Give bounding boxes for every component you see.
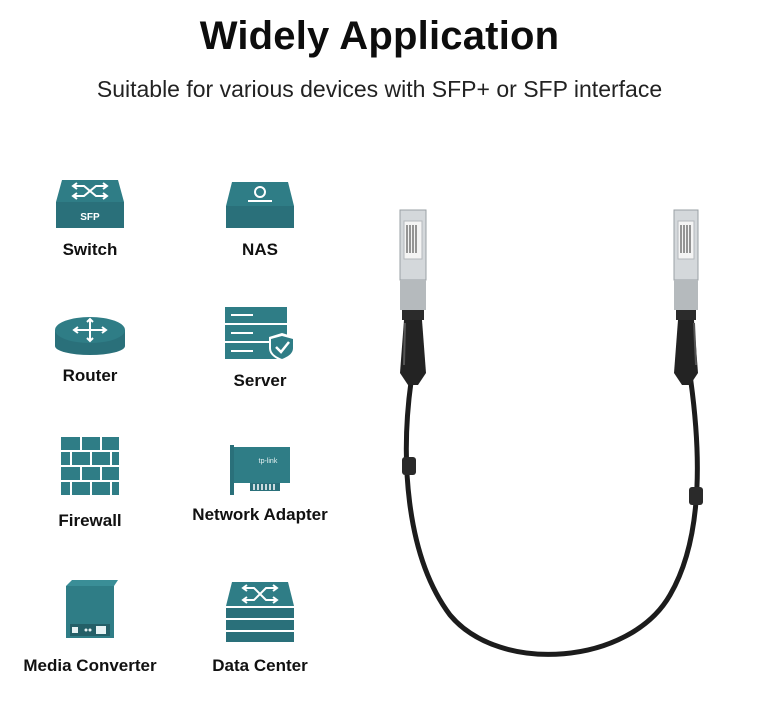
device-label: NAS [242, 240, 278, 259]
device-label: Firewall [58, 511, 122, 530]
media-converter-icon [66, 580, 118, 638]
device-label: Router [62, 366, 118, 385]
left-sfp-connector [399, 209, 427, 385]
tp-link-logo: tp-link [259, 458, 278, 465]
device-server: Server [170, 305, 350, 391]
page-subtitle: Suitable for various devices with SFP+ o… [96, 76, 663, 102]
device-label: Server [233, 371, 287, 390]
server-icon [225, 307, 295, 361]
switch-sfp-badge: SFP [80, 212, 100, 223]
network-adapter-icon: tp-link [230, 445, 290, 495]
firewall-icon [61, 437, 119, 495]
device-router: Router [0, 310, 180, 386]
dac-cable-image [399, 209, 703, 657]
router-icon [55, 317, 125, 355]
device-label: Media Converter [23, 656, 157, 675]
right-sfp-connector [673, 209, 699, 385]
dac-cable-illustration [360, 195, 740, 675]
device-label: Switch [62, 240, 118, 259]
device-media-converter: Media Converter [0, 580, 180, 676]
device-firewall: Firewall [0, 435, 180, 531]
device-label: Network Adapter [192, 505, 328, 524]
device-data-center: Data Center [170, 580, 350, 676]
device-switch: SFP Switch [0, 178, 180, 260]
data-center-icon [226, 582, 294, 642]
device-nas: NAS [170, 180, 350, 260]
device-label: Data Center [212, 656, 308, 675]
switch-icon: SFP [56, 180, 124, 228]
nas-icon [226, 182, 294, 228]
device-network-adapter: tp-link Network Adapter [170, 443, 350, 525]
page-title: Widely Application [199, 14, 560, 58]
